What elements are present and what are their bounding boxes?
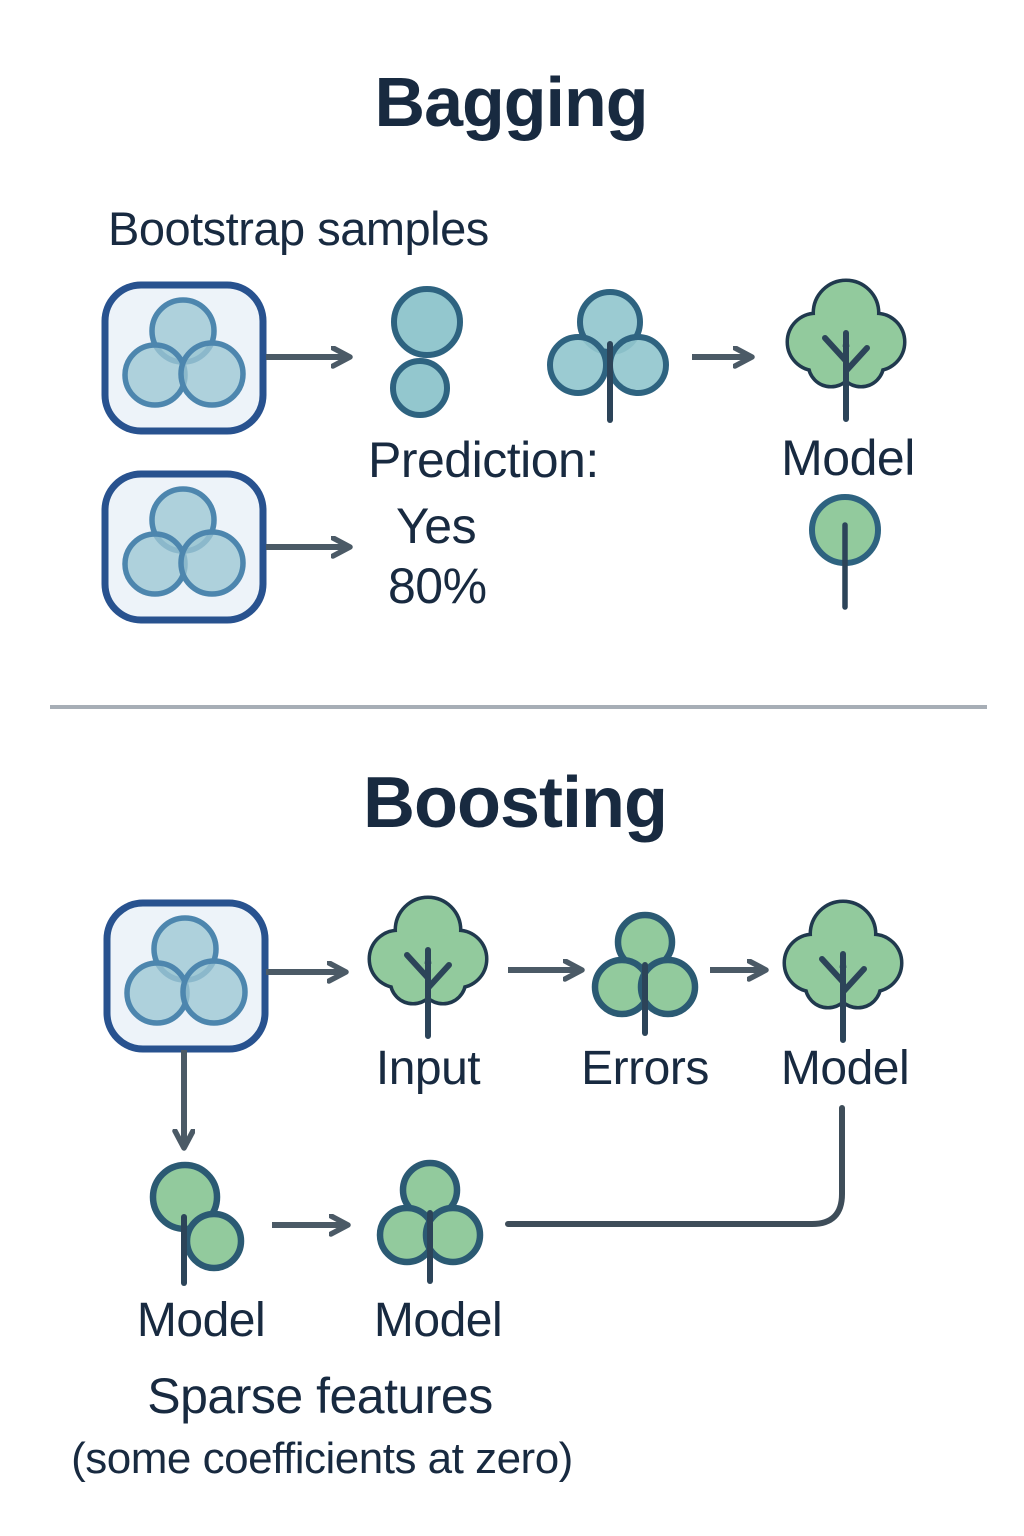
sample-cluster-icon [547,289,669,423]
sparse-features-note: (some coefficients at zero) [71,1434,573,1483]
boosting-model-label-2: Model [136,1294,266,1347]
errors-label: Errors [581,1042,709,1095]
prediction-answer: Yes [396,498,477,554]
simple-model-icon [809,494,881,610]
bootstrap-sample-box-1-icon [105,285,263,431]
combined-model-tree-icon [380,1163,480,1281]
feedback-connector-line [505,1105,845,1227]
boosting-model-tree-icon [786,903,900,1040]
boosting-model-label-1: Model [780,1042,910,1095]
bootstrap-sample-box-2-icon [105,474,263,620]
sparse-features-label: Sparse features [147,1368,493,1424]
bootstrap-sample-box-3-icon [107,903,265,1049]
bagging-model-label: Model [781,430,915,486]
boosting-title: Boosting [363,763,668,843]
bootstrap-samples-label: Bootstrap samples [108,202,489,255]
errors-tree-icon [595,915,695,1033]
input-tree-icon [371,899,485,1036]
boosting-model-label-3: Model [373,1294,503,1347]
input-label: Input [375,1042,481,1095]
weak-model-icon [149,1161,245,1286]
bagging-model-tree-icon [789,282,903,419]
bagging-title: Bagging [374,63,649,141]
sample-pair-icon [390,286,463,418]
prediction-confidence: 80% [388,558,487,614]
prediction-label: Prediction: [368,432,599,488]
